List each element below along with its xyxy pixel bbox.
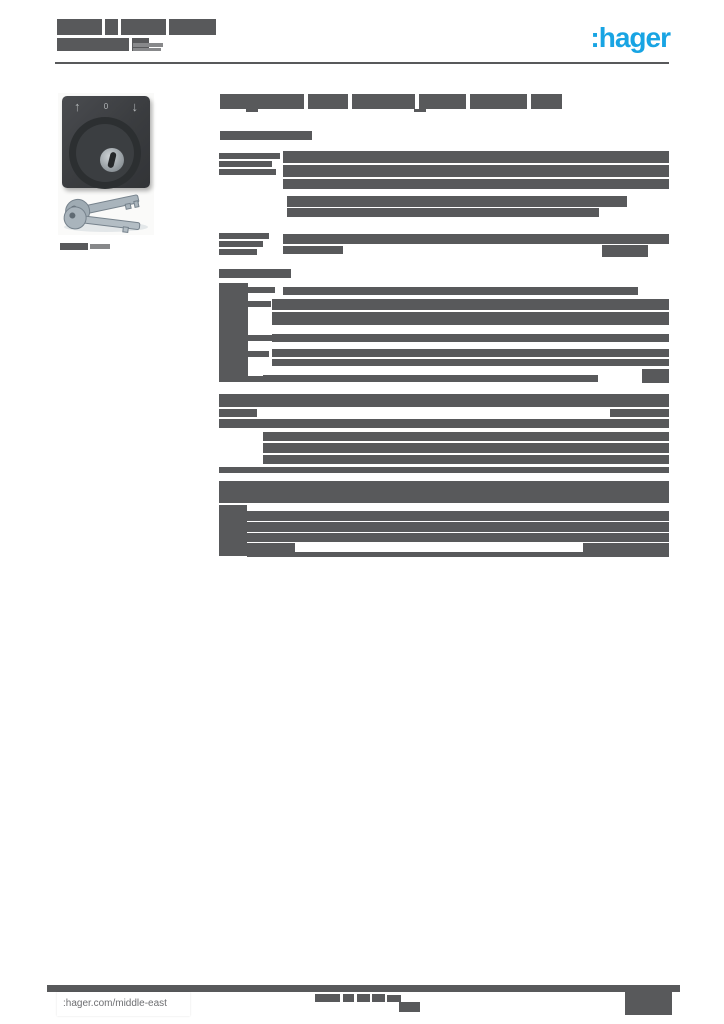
redacted-text-bar bbox=[219, 509, 247, 556]
redacted-text-bar bbox=[219, 419, 669, 428]
redacted-text-bar bbox=[169, 19, 216, 35]
redacted-text-bar bbox=[219, 249, 257, 255]
arrow-down-icon: ↓ bbox=[131, 99, 139, 114]
redacted-text-bar bbox=[133, 48, 161, 51]
redacted-text-bar bbox=[247, 522, 669, 532]
footer-band bbox=[47, 985, 680, 992]
redacted-text-bar bbox=[57, 38, 129, 51]
redacted-text-bar bbox=[642, 369, 669, 383]
redacted-text-bar bbox=[246, 109, 258, 112]
redacted-text-bar bbox=[219, 269, 291, 278]
redacted-text-bar bbox=[219, 233, 269, 239]
redacted-text-bar bbox=[357, 994, 370, 1002]
redacted-text-bar bbox=[308, 94, 348, 109]
key-cylinder bbox=[100, 148, 124, 172]
redacted-text-bar bbox=[283, 246, 343, 254]
redacted-text-bar bbox=[219, 481, 669, 503]
redacted-text-bar bbox=[399, 1002, 420, 1012]
redacted-text-bar bbox=[272, 312, 669, 325]
keys-photo bbox=[63, 194, 148, 233]
redacted-text-bar bbox=[272, 349, 669, 357]
redacted-text-bar bbox=[352, 94, 415, 109]
redacted-text-bar bbox=[263, 375, 598, 382]
footer-website-box: :hager.com/middle-east bbox=[57, 992, 190, 1016]
redacted-text-bar bbox=[247, 543, 295, 552]
redacted-text-bar bbox=[602, 245, 648, 257]
redacted-text-bar bbox=[583, 543, 669, 552]
redacted-text-bar bbox=[387, 995, 401, 1002]
redacted-text-bar bbox=[531, 94, 562, 109]
redacted-text-bar bbox=[272, 299, 669, 310]
redacted-text-bar bbox=[248, 301, 271, 307]
redacted-text-bar bbox=[263, 443, 669, 453]
redacted-text-bar bbox=[220, 94, 304, 109]
redacted-text-bar bbox=[248, 351, 269, 357]
redacted-text-bar bbox=[219, 394, 669, 407]
redacted-text-bar bbox=[220, 131, 312, 140]
redacted-text-bar bbox=[90, 244, 110, 249]
redacted-text-bar bbox=[219, 161, 272, 167]
rotary-dial bbox=[69, 117, 141, 189]
redacted-text-bar bbox=[219, 505, 247, 511]
footer-website-link[interactable]: :hager.com/middle-east bbox=[63, 998, 167, 1009]
redacted-text-bar bbox=[248, 335, 273, 341]
redacted-text-bar bbox=[283, 287, 638, 295]
redacted-text-bar bbox=[283, 179, 669, 189]
redacted-text-bar bbox=[247, 511, 669, 521]
redacted-text-bar bbox=[419, 94, 466, 109]
dial-face bbox=[76, 124, 134, 182]
redacted-text-bar bbox=[470, 94, 527, 109]
redacted-text-bar bbox=[248, 287, 275, 293]
redacted-text-bar bbox=[247, 552, 669, 557]
redacted-text-bar bbox=[263, 432, 669, 441]
zero-position-icon: 0 bbox=[103, 102, 109, 111]
redacted-text-bar bbox=[283, 151, 669, 163]
header-divider bbox=[55, 62, 669, 64]
redacted-text-bar bbox=[248, 376, 271, 382]
redacted-text-bar bbox=[283, 165, 669, 177]
redacted-text-bar bbox=[610, 409, 669, 417]
hager-logo: :hager bbox=[590, 22, 671, 53]
redacted-text-bar bbox=[263, 455, 669, 464]
redacted-text-bar bbox=[219, 467, 669, 473]
redacted-text-bar bbox=[133, 43, 163, 47]
redacted-text-bar bbox=[219, 153, 280, 159]
redacted-text-bar bbox=[57, 19, 102, 35]
key-switch-plate: ↑ 0 ↓ bbox=[62, 96, 150, 189]
page-number-redacted bbox=[625, 991, 672, 1015]
redacted-text-bar bbox=[121, 19, 166, 35]
redacted-text-bar bbox=[272, 359, 669, 366]
product-photo-key-switch: ↑ 0 ↓ bbox=[58, 93, 154, 235]
redacted-text-bar bbox=[414, 109, 426, 112]
redacted-text-bar bbox=[219, 241, 263, 247]
redacted-text-bar bbox=[283, 234, 669, 244]
redacted-text-bar bbox=[219, 283, 248, 382]
redacted-text-bar bbox=[219, 409, 257, 417]
redacted-text-bar bbox=[343, 994, 354, 1002]
redacted-text-bar bbox=[287, 208, 599, 217]
redacted-text-bar bbox=[315, 994, 340, 1002]
redacted-text-bar bbox=[247, 533, 669, 542]
redacted-text-bar bbox=[372, 994, 385, 1002]
redacted-text-bar bbox=[219, 169, 276, 175]
redacted-text-bar bbox=[105, 19, 118, 35]
redacted-text-bar bbox=[272, 334, 669, 342]
arrow-up-icon: ↑ bbox=[74, 99, 81, 114]
keyhole-slot bbox=[107, 151, 117, 169]
redacted-text-bar bbox=[287, 196, 627, 207]
redacted-text-bar bbox=[60, 243, 88, 250]
